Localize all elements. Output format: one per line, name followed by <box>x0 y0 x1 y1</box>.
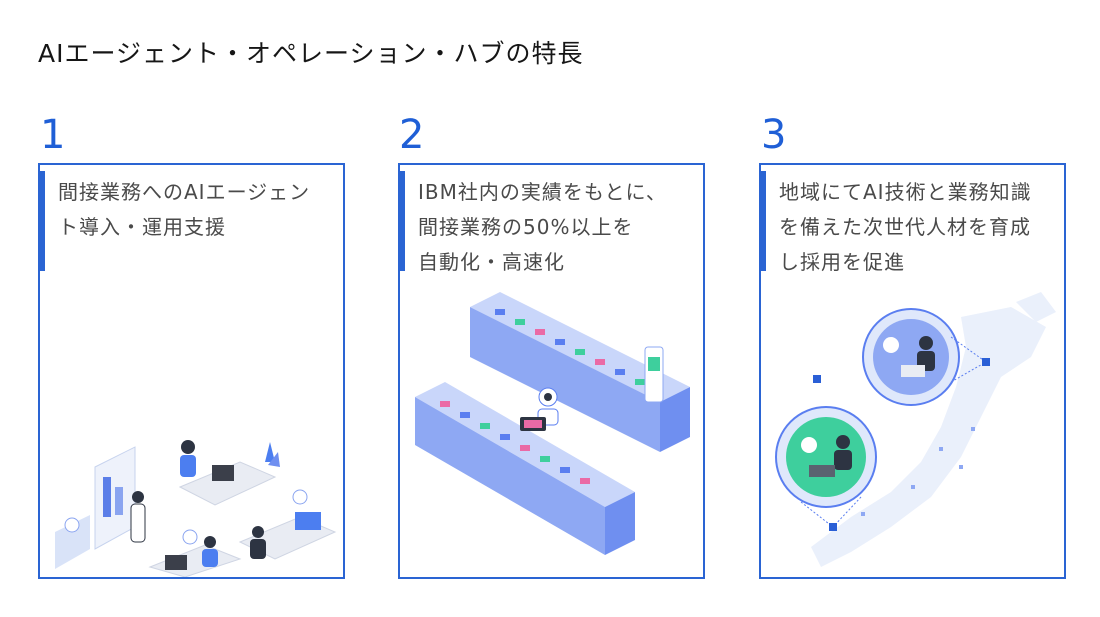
office-team-with-robots-illustration <box>55 440 337 577</box>
feature-line: 自動化・高速化 <box>418 250 565 274</box>
feature-number-1: 1 <box>40 112 66 158</box>
feature-number-3: 3 <box>761 112 787 158</box>
feature-line: し採用を促進 <box>779 250 905 274</box>
feature-line: IBM社内の実績をもとに、 <box>418 180 667 204</box>
card-accent-bar <box>40 171 45 271</box>
card-accent-bar <box>400 171 405 271</box>
feature-description-3: 地域にてAI技術と業務知識 を備えた次世代人材を育成 し採用を促進 <box>779 175 1054 280</box>
feature-line: 間接業務の50%以上を <box>418 215 634 239</box>
japan-map-talent-illustration <box>775 292 1056 567</box>
card-accent-bar <box>761 171 766 271</box>
feature-card-1: 間接業務へのAIエージェン ト導入・運用支援 <box>38 163 345 579</box>
feature-description-1: 間接業務へのAIエージェン ト導入・運用支援 <box>58 175 333 245</box>
feature-line: 間接業務へのAIエージェン <box>58 180 311 204</box>
feature-card-3: 地域にてAI技術と業務知識 を備えた次世代人材を育成 し採用を促進 <box>759 163 1066 579</box>
feature-card-2: IBM社内の実績をもとに、 間接業務の50%以上を 自動化・高速化 <box>398 163 705 579</box>
feature-number-2: 2 <box>399 112 425 158</box>
feature-line: ト導入・運用支援 <box>58 215 226 239</box>
feature-line: を備えた次世代人材を育成 <box>779 215 1031 239</box>
feature-description-2: IBM社内の実績をもとに、 間接業務の50%以上を 自動化・高速化 <box>418 175 693 280</box>
page-title: AIエージェント・オペレーション・ハブの特長 <box>38 39 584 68</box>
feature-line: 地域にてAI技術と業務知識 <box>779 180 1032 204</box>
robot-automation-conveyor-illustration <box>415 292 690 555</box>
